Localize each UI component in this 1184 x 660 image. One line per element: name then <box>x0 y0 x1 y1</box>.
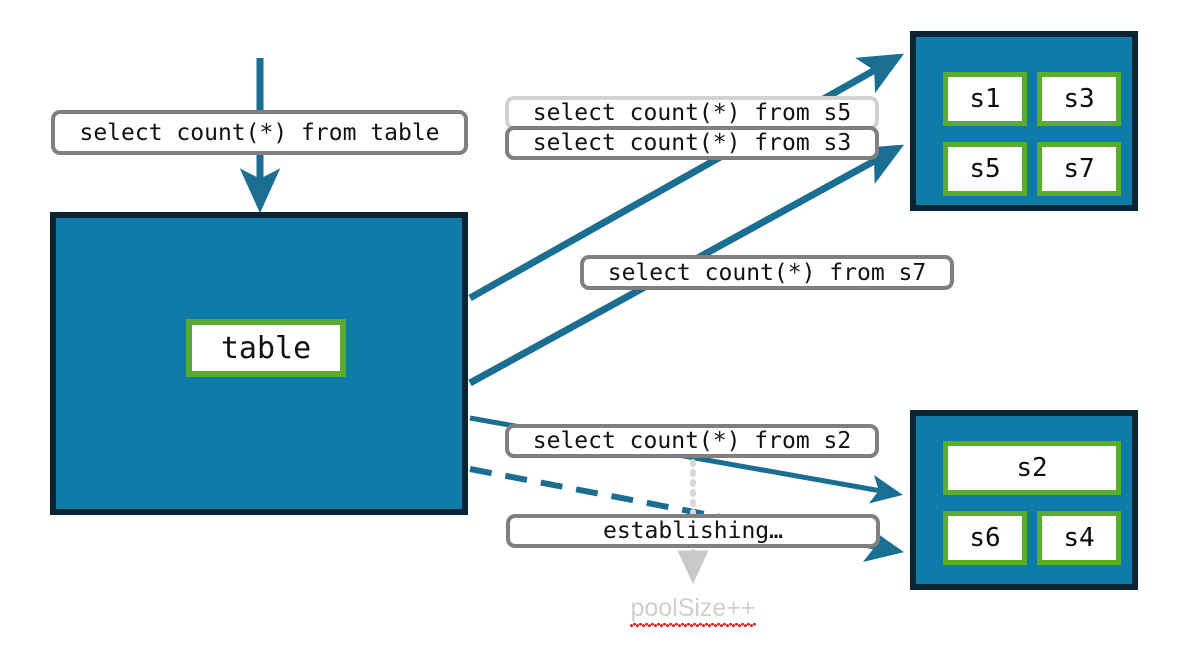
server-node-s6[interactable]: s6 <box>943 511 1027 565</box>
query-box-entry[interactable]: select count(*) from table <box>51 110 468 155</box>
server-node-label: s3 <box>1063 84 1095 114</box>
query-box-s3[interactable]: select count(*) from s3 <box>505 126 879 160</box>
server-node-label: s4 <box>1063 523 1095 553</box>
server-node-s3[interactable]: s3 <box>1037 72 1121 126</box>
server-node-s7[interactable]: s7 <box>1037 142 1121 196</box>
server-node-s2[interactable]: s2 <box>943 441 1121 495</box>
server-node-label: s1 <box>969 84 1001 114</box>
table-node[interactable]: table <box>186 319 346 377</box>
server-node-label: s7 <box>1063 154 1095 184</box>
query-box-label: establishing… <box>602 518 783 544</box>
query-box-s7[interactable]: select count(*) from s7 <box>580 255 954 290</box>
server-node-s5[interactable]: s5 <box>943 142 1027 196</box>
server-node-label: s6 <box>969 523 1001 553</box>
server-group-top[interactable]: s1 s3 s5 s7 <box>910 31 1138 211</box>
table-panel[interactable]: table <box>50 212 468 515</box>
query-box-label: select count(*) from table <box>79 119 440 146</box>
query-box-label: select count(*) from s7 <box>607 259 927 286</box>
server-node-s4[interactable]: s4 <box>1037 511 1121 565</box>
query-box-label: select count(*) from s5 <box>532 100 852 126</box>
query-box-s2[interactable]: select count(*) from s2 <box>505 424 879 458</box>
server-node-label: s2 <box>1016 453 1048 483</box>
server-node-s1[interactable]: s1 <box>943 72 1027 126</box>
server-group-bottom[interactable]: s2 s6 s4 <box>910 410 1138 590</box>
pool-size-annotation: poolSize++ <box>593 594 793 627</box>
query-box-s5[interactable]: select count(*) from s5 <box>505 96 879 130</box>
pool-size-label: poolSize++ <box>630 594 756 627</box>
table-node-label: table <box>220 330 312 366</box>
query-box-label: select count(*) from s2 <box>532 428 852 454</box>
query-box-label: select count(*) from s3 <box>532 130 852 156</box>
query-box-establishing[interactable]: establishing… <box>506 514 880 548</box>
server-node-label: s5 <box>969 154 1001 184</box>
